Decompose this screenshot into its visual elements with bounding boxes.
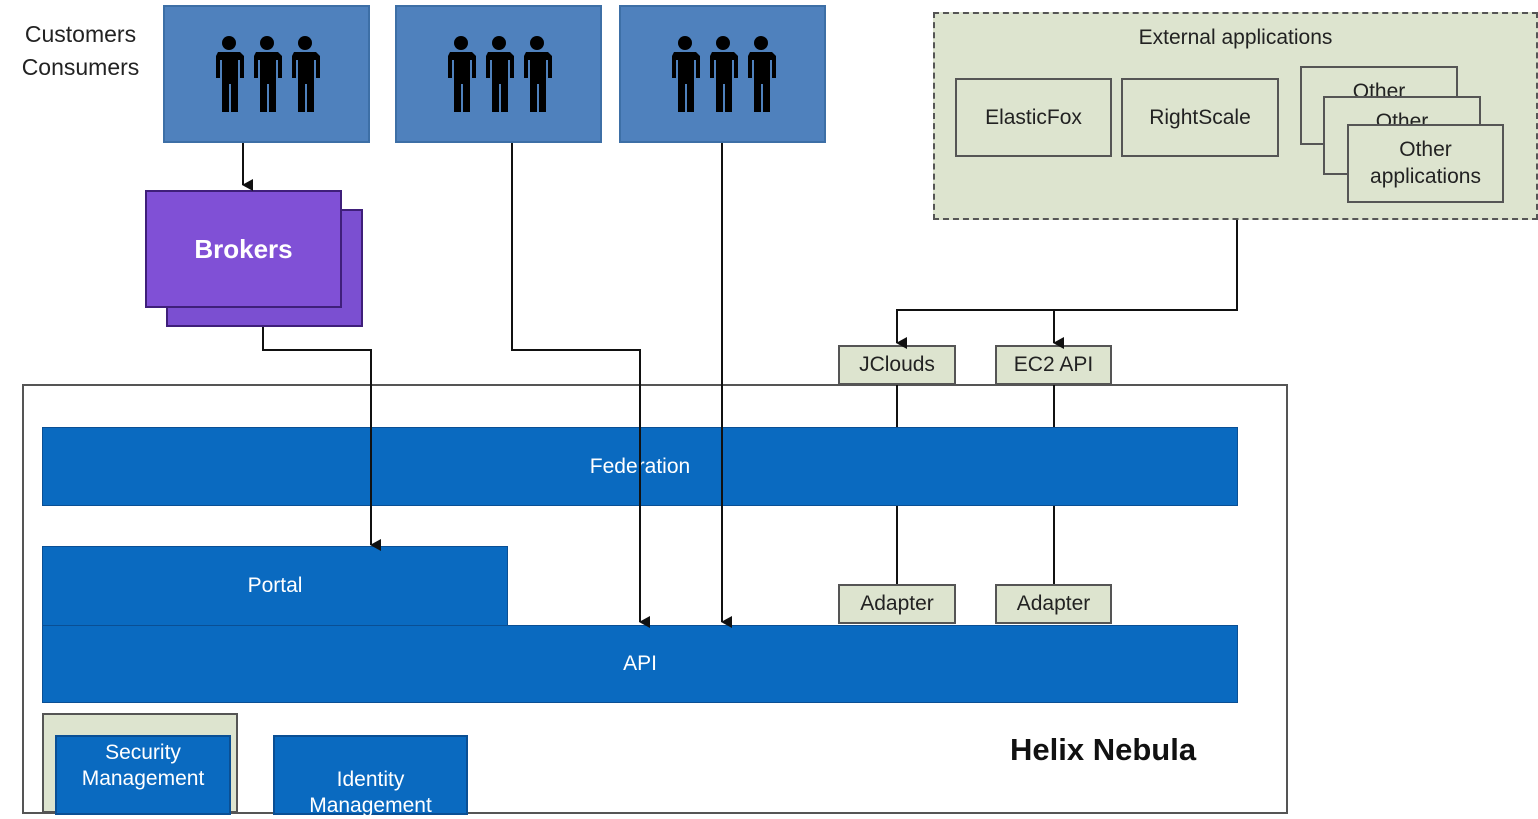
api-bar[interactable]: API [42,625,1238,703]
line-external-to-connectors [896,220,1238,349]
security-management-label-line1: Security [105,741,181,764]
customer-group-3[interactable] [619,5,826,143]
line-brokers-to-portal [262,327,381,551]
customer-group-1[interactable] [163,5,370,143]
helix-nebula-title: Helix Nebula [1010,732,1197,767]
app-elasticfox[interactable]: ElasticFox [955,78,1112,157]
portal-bar[interactable]: Portal [42,546,508,626]
customers-label-line1: Customers [24,21,137,47]
people-group-icon [444,35,554,113]
people-group-icon [212,35,322,113]
line-customers2-to-api [511,143,650,628]
security-management-label-line2: Management [81,767,205,790]
app-other-front[interactable]: Other applications [1347,124,1504,203]
app-other-front-label-line1: Other [1399,138,1452,161]
people-group-icon [668,35,778,113]
adapter-jclouds[interactable]: Adapter [838,584,956,624]
customer-group-2[interactable] [395,5,602,143]
customers-label-line2: Consumers [21,54,140,80]
brokers-box[interactable]: Brokers [145,190,342,308]
identity-management-label-line1: Identity [336,768,405,791]
connector-lines [242,143,1238,628]
app-other-front-label-line2: applications [1370,165,1481,188]
customers-label: Customers Consumers [8,18,153,84]
jclouds-box[interactable]: JClouds [838,345,956,385]
external-applications-title: External applications [1138,26,1333,49]
app-rightscale[interactable]: RightScale [1121,78,1279,157]
adapter-ec2[interactable]: Adapter [995,584,1112,624]
